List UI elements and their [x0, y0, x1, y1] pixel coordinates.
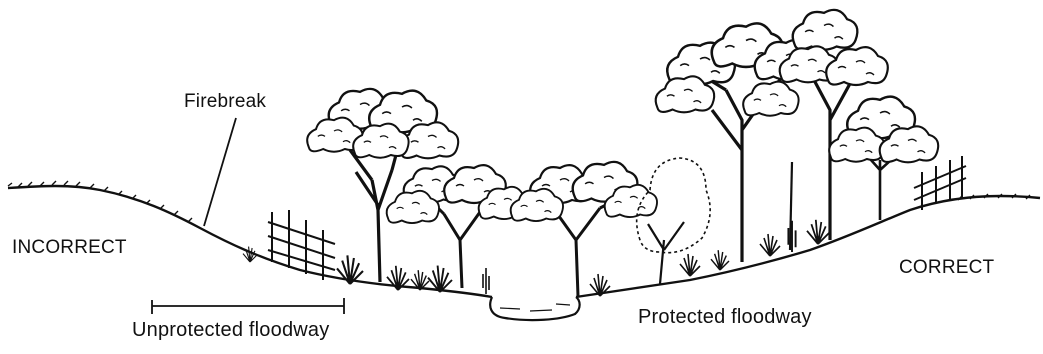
label-unprotected-floodway: Unprotected floodway [132, 320, 329, 340]
label-correct: CORRECT [899, 258, 994, 277]
label-incorrect: INCORRECT [12, 238, 127, 257]
unprotected-floodway-dimension [152, 298, 344, 314]
right-dotted-shrub [637, 158, 711, 284]
firebreak-pointer [204, 118, 236, 226]
creek-tree [511, 162, 657, 296]
label-firebreak: Firebreak [184, 92, 266, 111]
label-protected-floodway: Protected floodway [638, 307, 812, 327]
right-understorey [711, 162, 829, 270]
left-tree-mid [387, 165, 531, 288]
